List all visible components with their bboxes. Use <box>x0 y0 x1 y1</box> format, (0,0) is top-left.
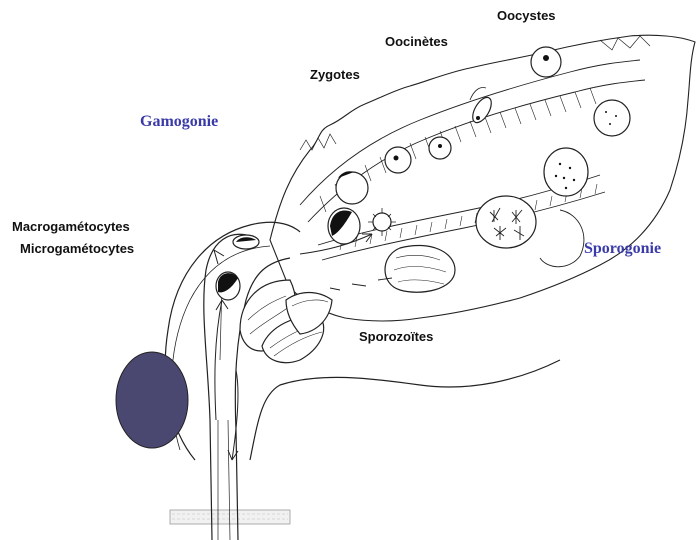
microgametocytes-label: Microgamétocytes <box>20 241 134 258</box>
ookinete-cells <box>469 88 495 126</box>
salivary-gland-blob <box>116 352 188 448</box>
gametocyte-cells <box>216 235 259 300</box>
oocyst-cells <box>476 47 630 267</box>
macrogametocytes-label: Macrogamétocytes <box>12 219 130 236</box>
gamogonie-phase-label: Gamogonie <box>140 113 218 131</box>
oocinetes-label: Oocinètes <box>385 34 448 51</box>
oocystes-label: Oocystes <box>497 8 556 25</box>
zygotes-label: Zygotes <box>310 67 360 84</box>
zygote-cells <box>328 137 451 244</box>
sporozoites-label: Sporozoïtes <box>359 329 433 346</box>
sporogonie-phase-label: Sporogonie <box>584 240 661 258</box>
